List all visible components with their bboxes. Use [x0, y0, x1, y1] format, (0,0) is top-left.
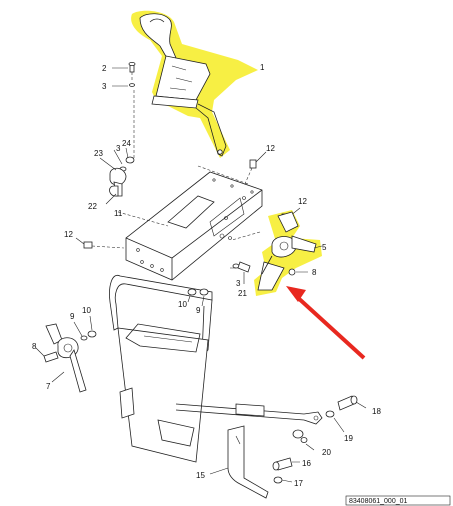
- cable-clamp-upper-left: [99, 147, 135, 205]
- callout-24: 24: [122, 139, 131, 148]
- callout-22: 22: [88, 202, 97, 211]
- callout-12: 12: [64, 230, 73, 239]
- callout-2: 2: [102, 64, 107, 73]
- callout-8: 8: [32, 342, 37, 351]
- callout-8: 8: [312, 268, 317, 277]
- callout-20: 20: [322, 448, 331, 457]
- callout-5: 5: [322, 243, 327, 252]
- callout-23: 23: [94, 149, 103, 158]
- callout-labels: 1 2 3 3 3 24 23 22 11 12 12 12 5 8 8 21 …: [32, 63, 381, 488]
- drawing-code: 83408061_000_01: [345, 495, 451, 506]
- shift-lever-assembly: [139, 13, 227, 157]
- screw-and-washer-21: [230, 261, 251, 284]
- callout-11: 11: [114, 209, 123, 218]
- callout-3: 3: [116, 144, 121, 153]
- bolt-and-washer-top: [112, 62, 136, 160]
- callout-18: 18: [372, 407, 381, 416]
- callout-10: 10: [178, 300, 187, 309]
- throttle-lever-assembly: [231, 207, 323, 291]
- drawing-code-text: 83408061_000_01: [349, 498, 408, 505]
- callout-3: 3: [236, 279, 241, 288]
- callout-17: 17: [294, 479, 303, 488]
- washers-19-20: [292, 410, 345, 451]
- callout-19: 19: [344, 434, 353, 443]
- pedestal-box: [117, 165, 263, 281]
- callout-12: 12: [266, 144, 275, 153]
- callout-16: 16: [302, 459, 311, 468]
- mounting-frame: [109, 274, 213, 463]
- bolt-12-upper: [243, 151, 267, 187]
- callout-3: 3: [102, 82, 107, 91]
- bolt-12-left: [75, 237, 125, 249]
- callout-21: 21: [238, 289, 247, 298]
- callout-1: 1: [260, 63, 265, 72]
- lower-left-lever-assembly: [35, 315, 97, 393]
- bolt-16-nut-17: [272, 457, 300, 484]
- bolt-18: [337, 395, 367, 411]
- callout-12: 12: [298, 197, 307, 206]
- control-cable: [175, 403, 323, 425]
- red-pointer-arrow: [286, 286, 366, 360]
- callout-9: 9: [70, 312, 75, 321]
- callout-10: 10: [82, 306, 91, 315]
- lever-plate-15: [209, 425, 269, 499]
- callout-9: 9: [196, 306, 201, 315]
- callout-15: 15: [196, 471, 205, 480]
- washers-10-9-center: [187, 288, 209, 307]
- callout-7: 7: [46, 382, 51, 391]
